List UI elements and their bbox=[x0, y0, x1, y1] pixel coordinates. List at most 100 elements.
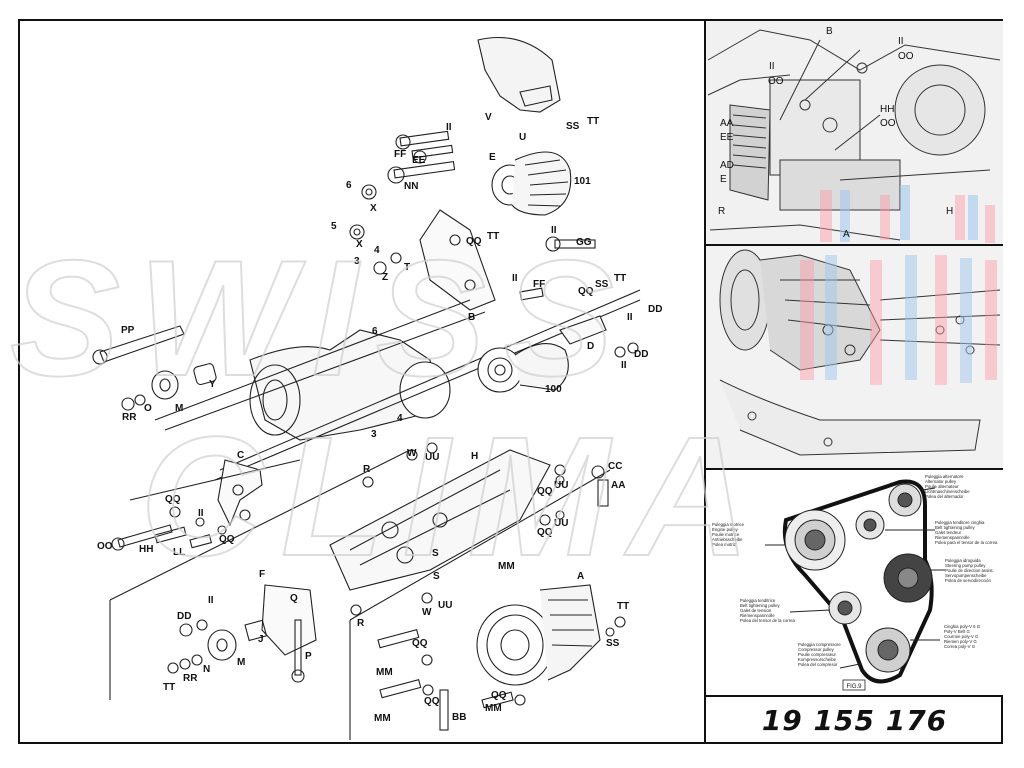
belt-label-line: Steering pump pulley bbox=[945, 563, 986, 568]
belt-label-line: Puleggia motrice bbox=[712, 522, 745, 527]
photo-callout: EE bbox=[720, 132, 734, 143]
panel-divider-2 bbox=[704, 468, 1003, 470]
belt-label-line: Polea para el tensor de la correa bbox=[935, 540, 998, 545]
belt-label-line: Cinghia poly-V 6 G bbox=[944, 624, 981, 629]
reference-photo-middle bbox=[706, 246, 1003, 468]
diagram-callout: 3 bbox=[371, 429, 377, 440]
diagram-callout: V bbox=[485, 112, 492, 123]
diagram-callout: W bbox=[407, 448, 417, 459]
part-number: 19 155 176 bbox=[761, 704, 948, 737]
diagram-callout: 101 bbox=[574, 176, 591, 187]
diagram-callout: SS bbox=[606, 638, 620, 649]
diagram-callout: RR bbox=[122, 412, 137, 423]
belt-label-line: Polea de servodirección bbox=[945, 578, 991, 583]
diagram-callout: QQ bbox=[219, 534, 235, 545]
panel-divider-3 bbox=[704, 695, 1003, 697]
diagram-callout: TT bbox=[617, 601, 629, 612]
fig-label: FIG.9 bbox=[846, 684, 862, 690]
diagram-callout: 6 bbox=[372, 326, 378, 337]
diagram-callout: MM bbox=[485, 703, 502, 714]
belt-label-line: Puleggia compressore bbox=[798, 642, 841, 647]
diagram-callout: 4 bbox=[397, 413, 403, 424]
diagram-callout: QQ bbox=[537, 527, 553, 538]
diagram-callout: M bbox=[237, 657, 245, 668]
diagram-callout: S bbox=[433, 571, 440, 582]
diagram-callout: W bbox=[422, 607, 432, 618]
belt-label-line: Compressor pulley bbox=[798, 647, 835, 652]
photo-callout: II bbox=[769, 61, 775, 72]
photo-callout: OO bbox=[768, 76, 784, 87]
diagram-callout: F bbox=[259, 569, 265, 580]
diagram-callout: UU bbox=[554, 518, 568, 529]
diagram-callout: QQ bbox=[424, 696, 440, 707]
diagram-callout: 3 bbox=[354, 256, 360, 267]
diagram-callout: QQ bbox=[165, 494, 181, 505]
belt-label-line: Antriebsscheibe bbox=[712, 537, 743, 542]
diagram-callout: QQ bbox=[578, 286, 594, 297]
belt-label-line: Riemenspannrolle bbox=[740, 613, 775, 618]
diagram-callout: FF bbox=[394, 149, 406, 160]
diagram-callout: X bbox=[356, 239, 363, 250]
belt-label-line: Poulie de direction assist. bbox=[945, 568, 994, 573]
diagram-callout: MM bbox=[374, 713, 391, 724]
diagram-callout: HH bbox=[139, 544, 153, 555]
diagram-callout: II bbox=[551, 225, 557, 236]
diagram-callout: MM bbox=[376, 667, 393, 678]
diagram-callout: E bbox=[489, 152, 496, 163]
diagram-callout: RR bbox=[183, 673, 198, 684]
diagram-callout: DD bbox=[634, 349, 648, 360]
diagram-callout: PP bbox=[121, 325, 135, 336]
diagram-callout: TT bbox=[487, 231, 499, 242]
belt-label-line: Lichtmaschinenscheibe bbox=[925, 489, 970, 494]
diagram-callout: 100 bbox=[545, 384, 562, 395]
diagram-callout: Z bbox=[382, 272, 388, 283]
vertical-divider bbox=[704, 19, 706, 744]
diagram-callout: S bbox=[432, 548, 439, 559]
photo-callout: H bbox=[946, 206, 953, 217]
diagram-callout: 4 bbox=[374, 245, 380, 256]
diagram-callout: SS bbox=[566, 121, 580, 132]
belt-label-line: Belt tightening pulley bbox=[740, 603, 781, 608]
diagram-callout: J bbox=[258, 634, 264, 645]
diagram-callout: DD bbox=[648, 304, 662, 315]
belt-label-line: Riemenspannrolle bbox=[935, 535, 970, 540]
belt-label-line: Polea del compresor bbox=[798, 662, 838, 667]
diagram-callout: R bbox=[363, 464, 371, 475]
diagram-callout: X bbox=[370, 203, 377, 214]
diagram-callout: AA bbox=[611, 480, 625, 491]
diagram-callout: R bbox=[357, 618, 365, 629]
photo-callout: R bbox=[718, 206, 725, 217]
diagram-callout: T bbox=[404, 262, 410, 273]
photo-callout: A bbox=[843, 229, 850, 240]
belt-label-line: Kompressorscheibe bbox=[798, 657, 837, 662]
diagram-callout: 6 bbox=[346, 180, 352, 191]
diagram-callout: SS bbox=[595, 279, 609, 290]
photo-callout: AD bbox=[720, 160, 734, 171]
diagram-callout: UU bbox=[425, 452, 439, 463]
diagram-callout: M bbox=[175, 403, 183, 414]
diagram-callout: TT bbox=[614, 273, 626, 284]
belt-label-line: Poulie alternateur bbox=[925, 484, 959, 489]
diagram-callout: II bbox=[627, 312, 633, 323]
diagram-callout: II bbox=[198, 508, 204, 519]
diagram-callout: QQ bbox=[412, 638, 428, 649]
diagram-callout: DD bbox=[177, 611, 191, 622]
belt-label-line: Engine pulley bbox=[712, 527, 739, 532]
diagram-callout: MM bbox=[498, 561, 515, 572]
diagram-callout: QQ bbox=[466, 236, 482, 247]
belt-label-line: Correa poly-V G bbox=[944, 644, 976, 649]
diagram-callout: TT bbox=[163, 682, 175, 693]
diagram-callout: NN bbox=[404, 181, 418, 192]
belt-label-line: Polea del tensor de la correa bbox=[740, 618, 796, 623]
belt-label-line: Servopumpenscheibe bbox=[945, 573, 987, 578]
belt-label-line: Courroie poly-V G bbox=[944, 634, 979, 639]
diagram-callout: QQ bbox=[537, 486, 553, 497]
diagram-callout: II bbox=[446, 122, 452, 133]
diagram-callout: H bbox=[471, 451, 478, 462]
belt-label-line: Alternator pulley bbox=[925, 479, 957, 484]
